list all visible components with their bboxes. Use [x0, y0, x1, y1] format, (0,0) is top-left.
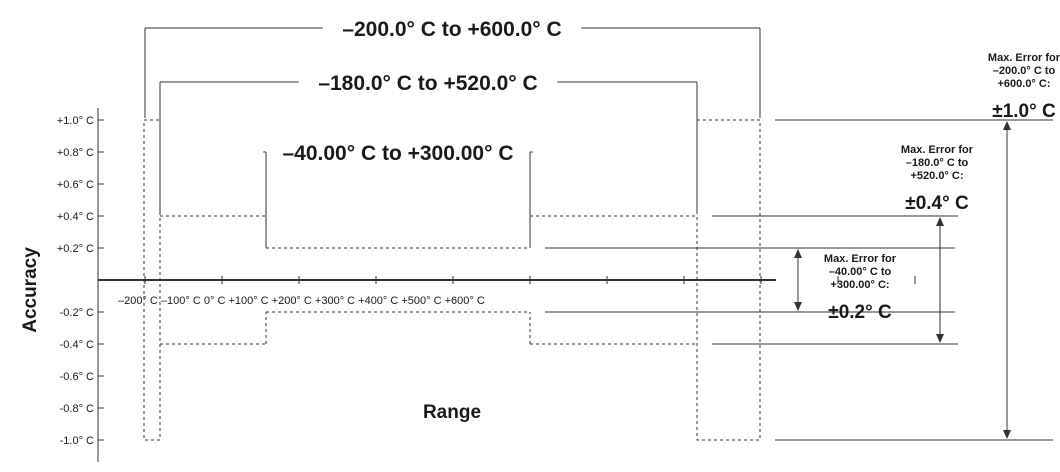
arrow-head-down	[1003, 430, 1011, 439]
envelope-outer-left	[143, 119, 161, 441]
arrow-head-down	[794, 302, 802, 311]
range-label: –40.00° C to +300.00° C	[282, 142, 513, 165]
series-marks	[143, 119, 761, 441]
x-axis-title: Range	[423, 402, 481, 423]
range-label: –200.0° C to +600.0° C	[342, 18, 561, 41]
labels: –200.0° C to +600.0° C –180.0° C to +520.…	[144, 18, 1060, 441]
max-error-heading: +520.0° C:	[910, 170, 963, 182]
y-tick-label: -0.4° C	[60, 339, 94, 351]
x-tick-label: –200° C	[118, 295, 158, 307]
arrow-head-up	[936, 217, 944, 226]
max-error-heading: –40.00° C to	[829, 266, 892, 278]
axes: +1.0° C +0.8° C +0.6° C +0.4° C +0.2° C -0.2°…	[57, 108, 916, 462]
max-error-heading: Max. Error for	[988, 52, 1060, 64]
y-tick-label: -0.6° C	[60, 371, 94, 383]
y-tick-label: -1.0° C	[60, 435, 94, 447]
y-axis-title: Accuracy	[20, 247, 41, 333]
arrow-head-up	[1003, 121, 1011, 130]
x-tick-label: +200° C	[269, 295, 312, 307]
range-label: –180.0° C to +520.0° C	[318, 72, 537, 95]
max-error-value: ±0.4° C	[905, 193, 969, 214]
max-error-value: ±0.2° C	[828, 302, 892, 323]
y-tick-label: +0.2° C	[57, 243, 94, 255]
x-tick-label: +400° C	[355, 295, 398, 307]
y-tick-label: +1.0° C	[57, 115, 94, 127]
x-tick-labels: –200° C –100° C 0° C +100° C +200° C +30…	[118, 295, 485, 307]
max-error-value: ±1.0° C	[992, 101, 1056, 122]
max-error-heading: +300.00° C:	[830, 279, 889, 291]
x-tick-label: +500° C	[398, 295, 441, 307]
x-tick-label: 0° C	[201, 295, 226, 307]
envelope-outer-right	[696, 119, 761, 441]
max-error-heading: –200.0° C to	[993, 65, 1056, 77]
x-tick-label: +300° C	[312, 295, 355, 307]
y-tick-label: +0.4° C	[57, 211, 94, 223]
y-tick-label: -0.2° C	[60, 307, 94, 319]
max-error-heading: +600.0° C:	[997, 78, 1050, 90]
arrow-head-down	[936, 334, 944, 343]
max-error-heading: Max. Error for	[824, 253, 897, 265]
y-tick-label: +0.8° C	[57, 147, 94, 159]
x-tick-label: –100° C	[158, 295, 201, 307]
max-error-heading: Max. Error for	[901, 144, 974, 156]
max-error-heading: –180.0° C to	[906, 157, 969, 169]
x-tick-label: +100° C	[225, 295, 268, 307]
y-tick-label: -0.8° C	[60, 403, 94, 415]
x-tick-label: +600° C	[442, 295, 485, 307]
y-tick-label: +0.6° C	[57, 179, 94, 191]
arrow-head-up	[794, 249, 802, 258]
